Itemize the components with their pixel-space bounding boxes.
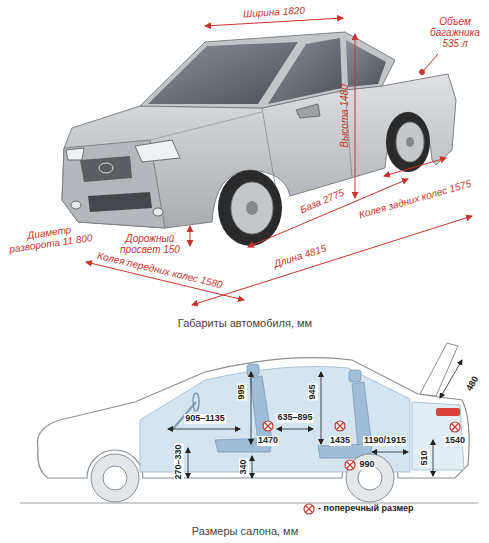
drawing-part: [192, 216, 472, 305]
drawing-part: [335, 421, 345, 431]
car-side-section: [20, 343, 478, 503]
drawing-part: [386, 112, 430, 172]
dimension-value: 1540: [444, 436, 466, 446]
drawing-part: [268, 38, 342, 104]
drawing-part: [321, 372, 322, 444]
legend-symbol: [304, 504, 314, 514]
dimension-value: 480: [464, 374, 481, 394]
dimension-value: 1470: [257, 436, 279, 446]
dimension-value: 635–895: [276, 413, 313, 423]
drawing-part: [349, 370, 361, 382]
drawing-part: [150, 112, 262, 140]
drawing-part: [66, 148, 84, 160]
drawing-part: [252, 456, 253, 478]
drawing-part: [251, 372, 252, 444]
figure-caption: Размеры салона, мм: [192, 525, 298, 537]
cross-dimension-marks: [263, 421, 460, 514]
dimension-value: 510: [420, 449, 430, 466]
dimension-value: 1435: [329, 436, 351, 446]
drawing-part: [450, 422, 460, 432]
rear-track-dimension: Колея задних колес 1575: [358, 178, 473, 221]
trunk-volume: Объем багажника 535 л: [427, 16, 483, 49]
dimension-value: 990: [358, 460, 375, 470]
drawing-part: [80, 156, 132, 182]
drawing-part: [345, 460, 355, 470]
drawing-part: [231, 182, 273, 234]
drawing-part: [440, 360, 462, 398]
drawing-part: [304, 504, 314, 514]
drawing-part: [420, 70, 425, 75]
drawing-part: [188, 448, 189, 478]
drawing-part: [153, 208, 163, 216]
drawing-part: [265, 423, 271, 429]
drawing-part: [346, 40, 386, 87]
drawing-part: [337, 423, 343, 429]
drawing-part: [263, 421, 273, 431]
length-dimension: Длина 4815: [272, 243, 327, 270]
drawing-part: [406, 137, 414, 147]
drawing-part: [372, 452, 408, 453]
car-3q-view: [62, 32, 456, 246]
drawing-part: [103, 466, 127, 490]
figure-caption: Габариты автомобиля, мм: [178, 317, 312, 329]
height-dimension: Высота 1480: [339, 84, 350, 147]
drawing-part: [433, 440, 434, 476]
legend-text: - поперечный размер: [318, 504, 414, 514]
turning-diameter: Диаметр разворота 11 800: [5, 221, 95, 255]
drawing-part: [168, 429, 240, 430]
drawing-part: [263, 421, 273, 431]
width-dimension: Ширина 1820: [243, 5, 306, 20]
dimension-lines: [86, 18, 472, 305]
drawing-part: [436, 408, 460, 416]
drawing-part: [246, 201, 258, 215]
dimension-value: 270–330: [174, 443, 184, 480]
drawing-part: [384, 158, 446, 176]
drawing-part: [420, 343, 458, 396]
ground-clearance: Дорожный просвет 150: [119, 233, 181, 255]
drawing-part: [306, 506, 312, 512]
drawing-part: [346, 454, 394, 502]
dimension-value: 905–1135: [184, 414, 226, 424]
drawing-part: [452, 424, 458, 430]
drawing-part: [247, 364, 259, 376]
drawing-part: [347, 462, 353, 468]
drawing-part: [250, 376, 272, 442]
drawing-part: [335, 421, 345, 431]
drawing-part: [71, 201, 81, 209]
drawing-part: [91, 454, 139, 502]
drawing-part: [450, 422, 460, 432]
dimension-value: 1190/1915: [363, 436, 407, 446]
interior-dimension-lines: [168, 360, 462, 478]
front-track-dimension: Колея передних колес 1580: [96, 250, 223, 290]
drawing-part: [193, 393, 199, 411]
drawing-part: [190, 226, 191, 246]
drawing-part: [396, 122, 424, 162]
drawing-part: [140, 32, 395, 108]
drawing-part: [99, 163, 113, 173]
drawing-part: [135, 140, 180, 162]
drawing-part: [277, 429, 313, 430]
dimension-value: 340: [239, 458, 249, 475]
drawing-part: [345, 460, 355, 470]
drawing-part: [296, 104, 320, 118]
drawing-part: [424, 54, 438, 70]
drawing-part: [88, 192, 152, 212]
drawing-part: [355, 34, 356, 198]
drawing-part: [205, 18, 343, 26]
dimension-value: 945: [308, 383, 318, 400]
drawing-part: [218, 170, 282, 246]
dimension-value: 995: [237, 383, 247, 400]
